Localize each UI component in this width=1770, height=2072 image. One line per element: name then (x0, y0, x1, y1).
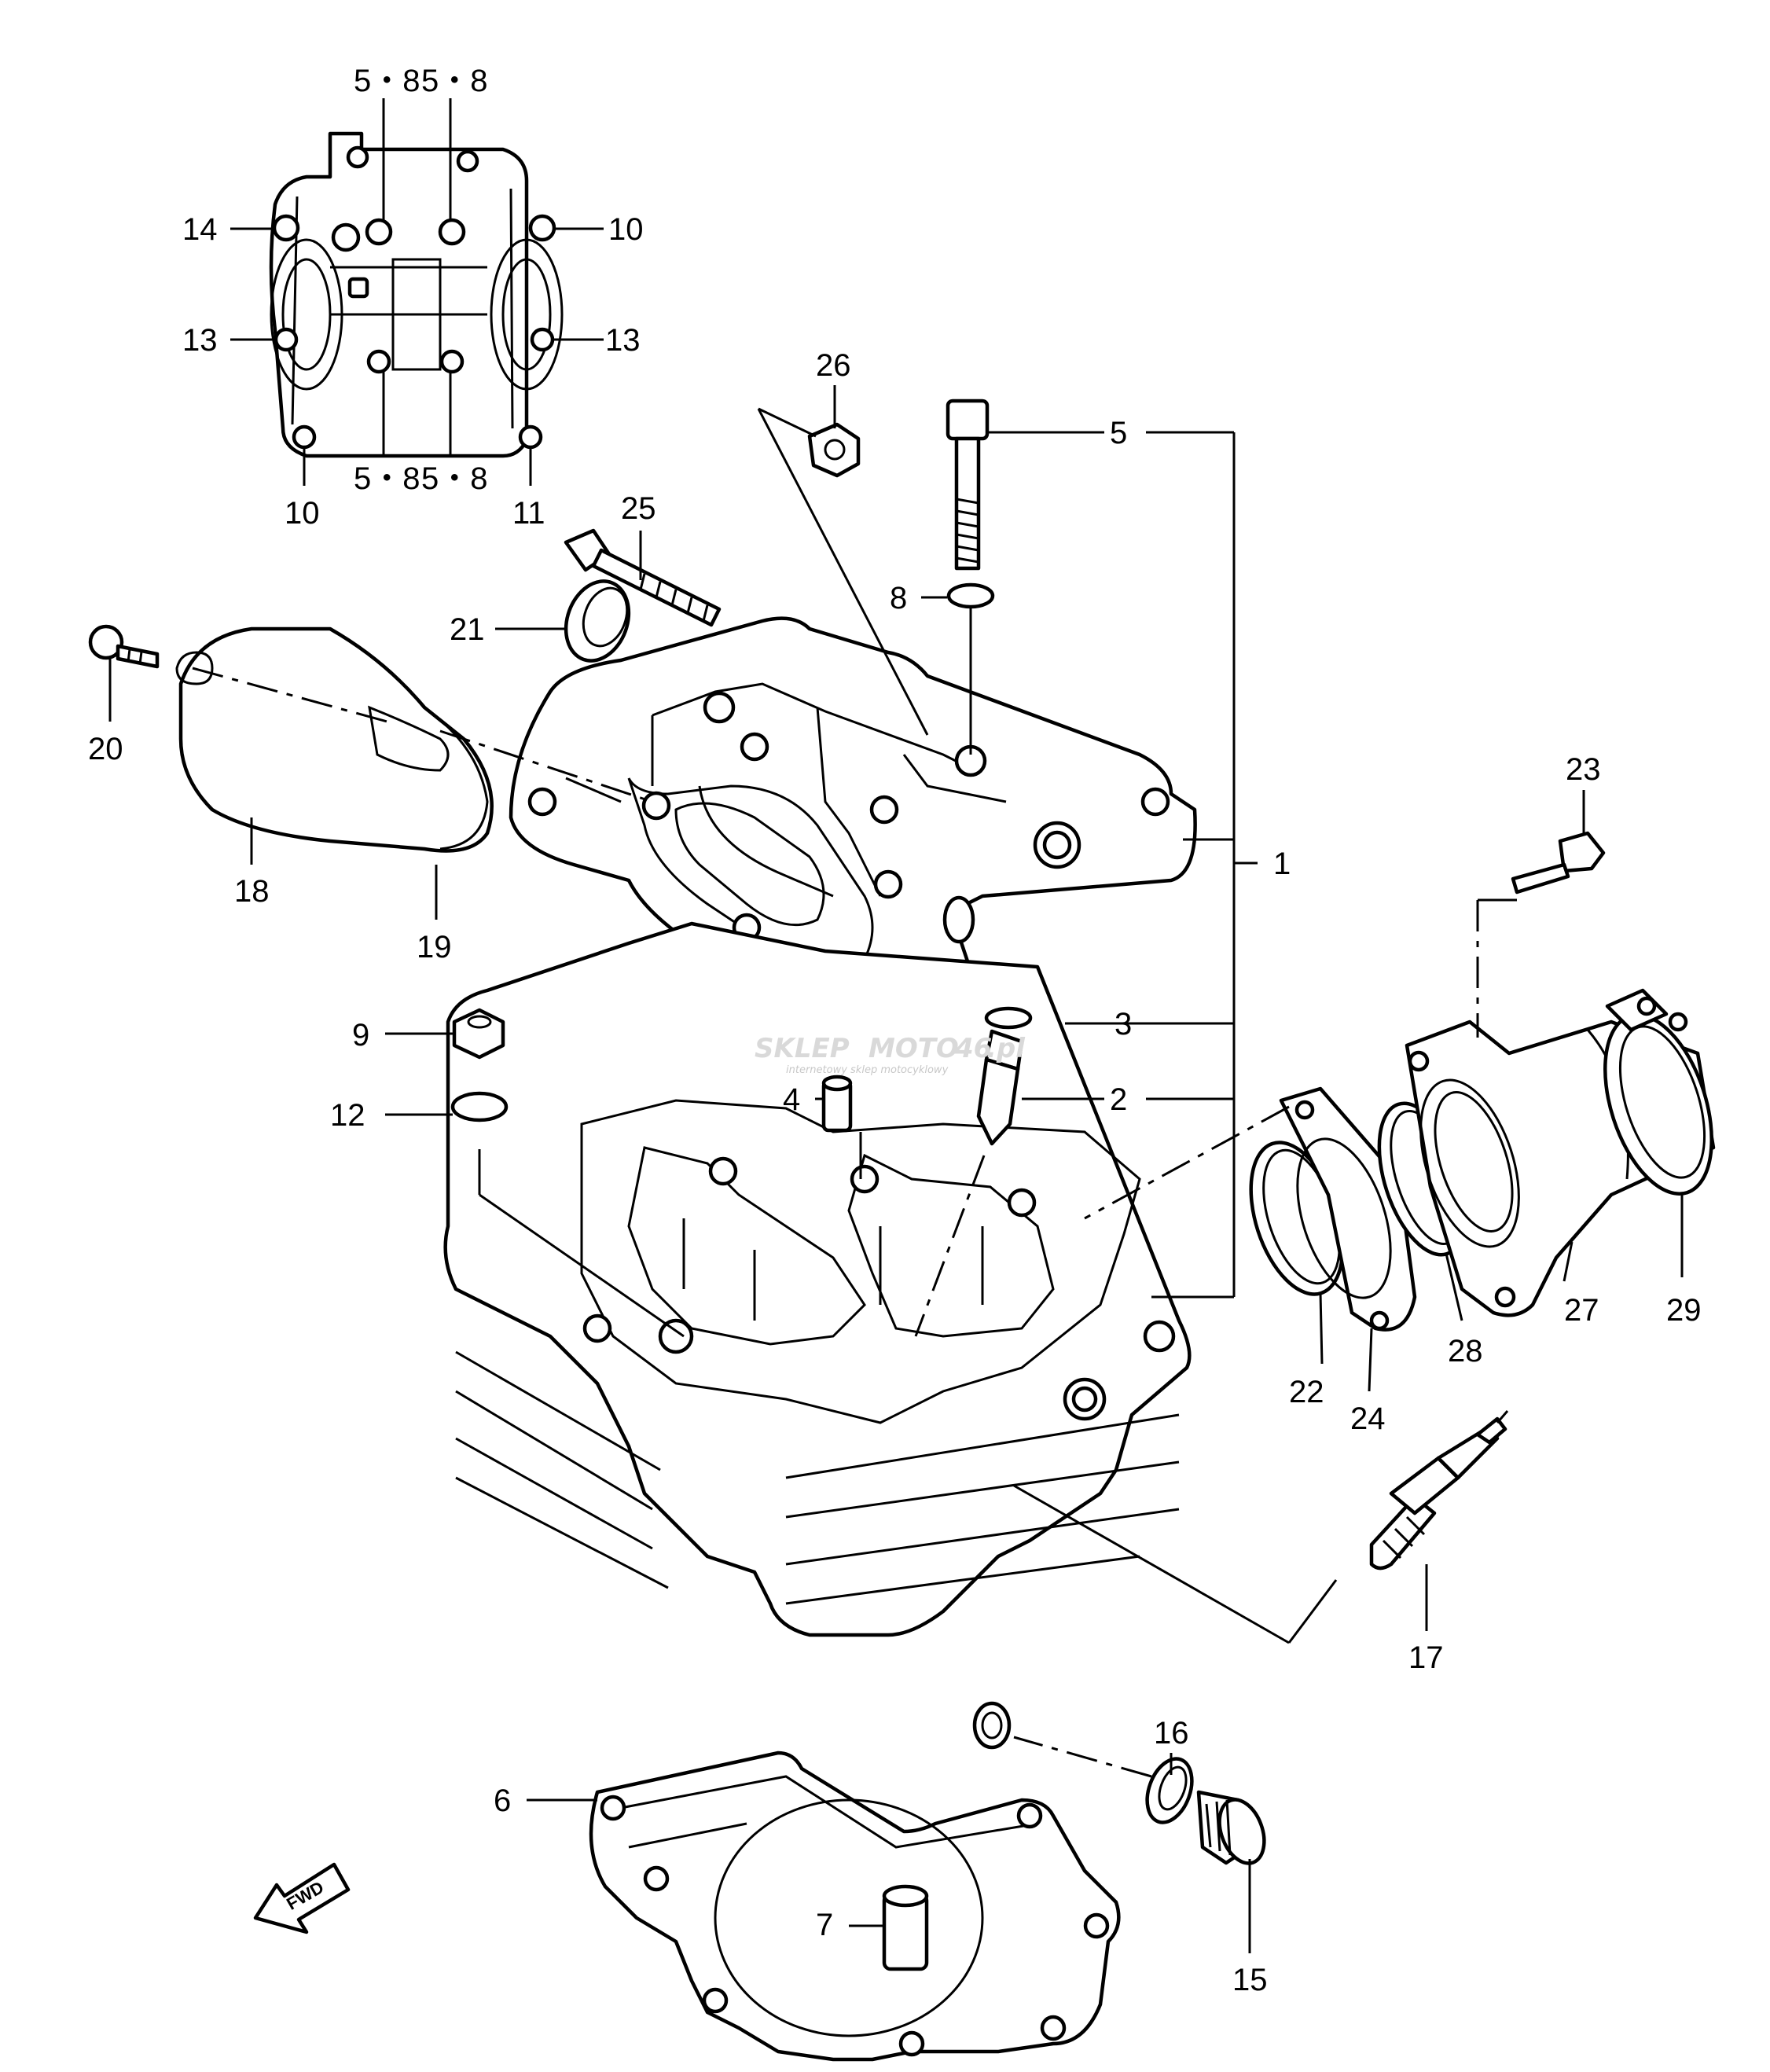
part-4-dowel (821, 1075, 853, 1133)
cylinder-head-cover (509, 616, 1197, 1016)
label-8: 8 (890, 581, 907, 615)
inset-label-58-top-left: 5・8 (354, 64, 420, 98)
label-18: 18 (234, 874, 270, 909)
fwd-arrow: FWD (253, 1862, 351, 1934)
inset-label-11: 11 (512, 496, 545, 531)
callout-labels: 1 2 3 4 5 6 7 8 9 12 15 16 17 18 19 20 2… (88, 64, 1702, 1997)
part-16-washer (1145, 1757, 1194, 1824)
inset-label-10-right: 10 (608, 212, 644, 247)
inset-label-13-right: 13 (605, 323, 641, 358)
part-21-bushing (564, 579, 631, 663)
label-25: 25 (621, 491, 656, 526)
part-2-pin (976, 1029, 1024, 1146)
label-15: 15 (1232, 1963, 1268, 1997)
label-23: 23 (1566, 752, 1601, 787)
part-15-plug (1196, 1790, 1266, 1865)
label-9: 9 (352, 1018, 369, 1053)
bolt-pattern-inset (269, 131, 564, 458)
label-4: 4 (783, 1082, 800, 1117)
svg-text:MOTO: MOTO (868, 1033, 959, 1064)
part-29-clamp (1603, 988, 1713, 1196)
inset-label-58-top-right: 5・8 (421, 64, 488, 98)
label-7: 7 (816, 1908, 833, 1942)
svg-text:46: 46 (954, 1033, 992, 1064)
part-5-bolt (946, 399, 990, 571)
leader-lines (108, 385, 1684, 1953)
watermark: SKLEP MOTO 46 .pl internetowy sklep moto… (755, 1033, 1026, 1076)
label-26: 26 (816, 348, 851, 383)
inset-leaders (230, 98, 604, 486)
label-2: 2 (1110, 1082, 1127, 1117)
label-1: 1 (1273, 847, 1291, 881)
part-3-oring (984, 1006, 1033, 1030)
label-17: 17 (1408, 1640, 1444, 1675)
inset-label-14: 14 (182, 212, 218, 247)
label-5: 5 (1110, 416, 1127, 450)
label-21: 21 (450, 612, 485, 647)
part-20-bolt (88, 624, 160, 669)
label-20: 20 (88, 732, 123, 766)
label-29: 29 (1666, 1293, 1702, 1328)
part-17-spark-plug (1369, 1410, 1509, 1571)
part-24-spacer (1279, 1086, 1417, 1332)
part-12-washer (450, 1091, 509, 1122)
label-3: 3 (1115, 1007, 1132, 1042)
label-27: 27 (1564, 1293, 1599, 1328)
label-24: 24 (1350, 1402, 1386, 1436)
part-26-nut (807, 422, 861, 478)
head-gasket (589, 1751, 1121, 2062)
part-23-bolt (1511, 831, 1606, 895)
part-8-washer (946, 582, 995, 609)
part-25-bolt (564, 528, 722, 627)
label-19: 19 (417, 930, 452, 964)
label-6: 6 (494, 1784, 511, 1818)
part-7-dowel (882, 1884, 929, 1971)
svg-text:SKLEP: SKLEP (755, 1033, 850, 1064)
inset-label-13-left: 13 (182, 323, 218, 358)
inset-label-10-bottom: 10 (285, 496, 320, 531)
svg-text:internetowy sklep motocyklowy: internetowy sklep motocyklowy (786, 1064, 949, 1076)
part-9-nut (452, 1008, 505, 1060)
svg-text:.pl: .pl (986, 1033, 1026, 1064)
label-22: 22 (1289, 1375, 1324, 1409)
part-18-cover (175, 626, 494, 853)
label-16: 16 (1154, 1716, 1189, 1751)
inset-label-58-bottom-left: 5・8 (354, 461, 420, 496)
label-28: 28 (1448, 1334, 1483, 1368)
inset-label-58-bottom-right: 5・8 (421, 461, 488, 496)
label-12: 12 (330, 1098, 365, 1133)
